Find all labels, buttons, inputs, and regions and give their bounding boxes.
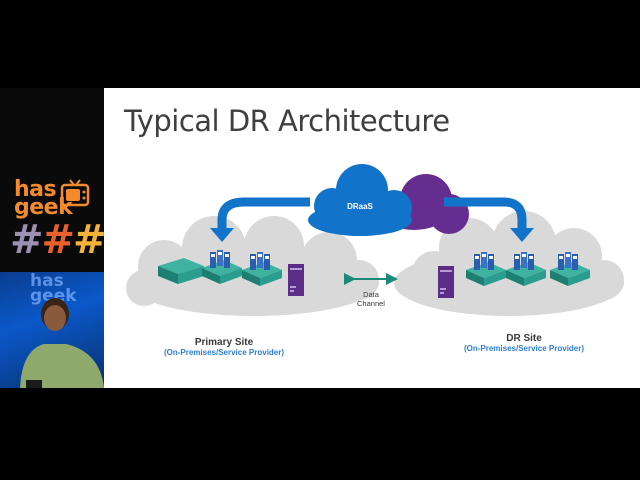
- server-rack-icon: [242, 252, 282, 286]
- dr-site-label: DR Site (On-Premises/Service Provider): [444, 333, 604, 353]
- tower-server-icon: [438, 266, 454, 298]
- primary-site-subtitle: (On-Premises/Service Provider): [163, 348, 285, 357]
- hash-marks: ###: [10, 217, 107, 263]
- hasgeek-logo: has geek: [14, 177, 73, 220]
- speaker-video: has geek: [0, 272, 104, 388]
- server-rack-icon: [466, 252, 506, 286]
- data-channel-line-1: Data: [363, 290, 379, 299]
- arrow-to-dr: [444, 197, 527, 230]
- video-logo-line-1: has: [30, 272, 64, 291]
- tv-icon: [60, 179, 90, 207]
- tower-server-icon: [288, 264, 304, 296]
- architecture-diagram: [126, 164, 624, 316]
- logo-line-1: has: [14, 177, 57, 202]
- primary-site-name: Primary Site: [194, 337, 254, 348]
- hash-mark: #: [41, 217, 75, 263]
- data-channel-label: Data Channel: [340, 290, 402, 308]
- server-rack-icon: [506, 252, 546, 286]
- draas-label: DRaaS: [347, 202, 373, 211]
- video-hasgeek-logo: has geek: [30, 272, 77, 306]
- data-channel-line-2: Channel: [357, 299, 385, 308]
- dr-site-subtitle: (On-Premises/Service Provider): [463, 344, 585, 353]
- hash-mark: #: [10, 217, 43, 263]
- server-rack-icon: [202, 250, 242, 284]
- arrow-to-primary: [217, 197, 310, 230]
- draas-blue-cloud: [308, 164, 412, 236]
- arrow-to-primary-head: [210, 228, 234, 242]
- video-logo-line-2: geek: [30, 286, 77, 306]
- logo-line-2: geek: [14, 195, 73, 220]
- slide: Typical DR Architecture: [104, 88, 640, 388]
- slide-title: Typical DR Architecture: [124, 104, 450, 138]
- hash-mark: #: [73, 217, 106, 263]
- primary-site-label: Primary Site (On-Premises/Service Provid…: [144, 337, 304, 357]
- arrow-to-dr-head: [510, 228, 534, 242]
- server-rack-icon: [550, 252, 590, 286]
- dr-site-name: DR Site: [506, 333, 542, 344]
- speaker-silhouette: [20, 298, 104, 388]
- network-appliance-icon: [158, 258, 204, 284]
